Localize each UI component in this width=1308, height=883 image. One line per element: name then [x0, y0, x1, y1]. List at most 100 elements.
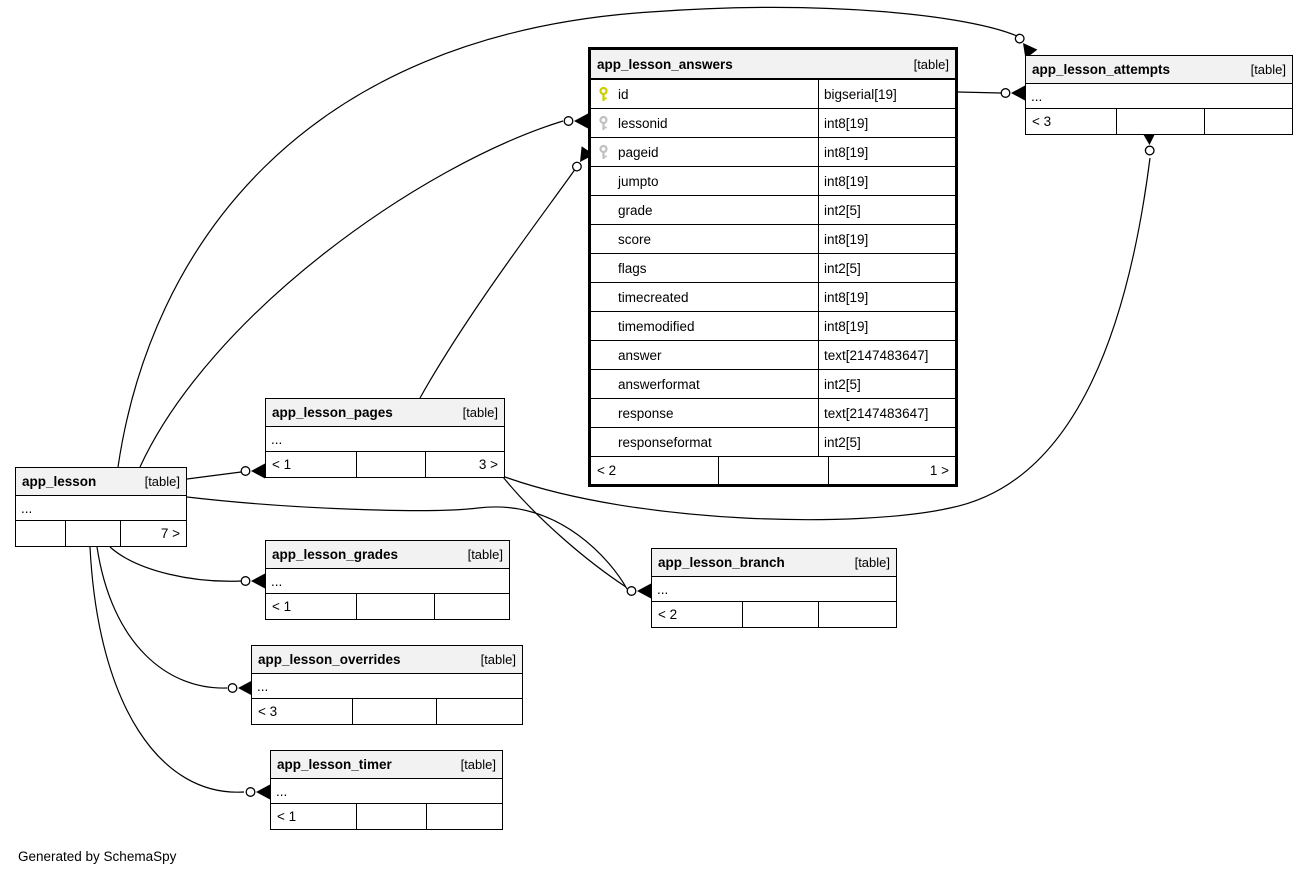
- table-name[interactable]: app_lesson_pages: [272, 405, 393, 420]
- column-type: int2[5]: [818, 254, 955, 282]
- table-header: app_lesson [table]: [16, 468, 186, 496]
- table-name[interactable]: app_lesson_timer: [277, 757, 392, 772]
- table-row: jumpto int8[19]: [591, 167, 955, 196]
- column-name: timecreated: [618, 289, 689, 305]
- column-type: int8[19]: [818, 312, 955, 340]
- table-row: response text[2147483647]: [591, 399, 955, 428]
- table-app_lesson[interactable]: app_lesson [table] ... 7 >: [15, 467, 187, 547]
- column-name: responseformat: [618, 434, 712, 450]
- table-name[interactable]: app_lesson_answers: [597, 56, 733, 72]
- footer-cell: < 2: [658, 607, 678, 622]
- table-footer: < 1: [271, 804, 502, 829]
- column-type: text[2147483647]: [818, 341, 955, 369]
- footer-cell: [65, 521, 119, 546]
- footer-cell: [356, 804, 425, 829]
- edge-lesson-to-timer: [89, 546, 270, 800]
- generator-note: Generated by SchemaSpy: [18, 849, 177, 864]
- table-app_lesson_branch[interactable]: app_lesson_branch [table] ... < 2: [651, 548, 897, 628]
- table-type-tag: [table]: [1250, 62, 1286, 77]
- columns-collapsed: ...: [271, 779, 502, 804]
- edge-answers-to-attempts: [957, 85, 1025, 101]
- foreign-key-icon: [598, 144, 609, 160]
- column-type: int8[19]: [818, 283, 955, 311]
- column-name: jumpto: [618, 173, 659, 189]
- edge-pages-to-answers: [419, 146, 595, 399]
- primary-key-icon: [598, 86, 609, 102]
- table-name[interactable]: app_lesson_attempts: [1032, 62, 1171, 77]
- footer-cell: 3 >: [425, 452, 504, 477]
- table-footer: < 3: [1026, 109, 1292, 134]
- table-header: app_lesson_answers [table]: [591, 50, 955, 80]
- table-app_lesson_overrides[interactable]: app_lesson_overrides [table] ... < 3: [251, 645, 523, 725]
- footer-cell: [1204, 109, 1292, 134]
- edge-lesson-to-grades: [109, 546, 265, 589]
- table-header: app_lesson_overrides [table]: [252, 646, 522, 674]
- footer-cell: [425, 804, 502, 829]
- table-row: timemodified int8[19]: [591, 312, 955, 341]
- table-header: app_lesson_pages [table]: [266, 399, 504, 427]
- column-name: score: [618, 231, 652, 247]
- columns-collapsed: ...: [266, 569, 509, 594]
- table-header: app_lesson_timer [table]: [271, 751, 502, 779]
- edge-lesson-to-branch: [186, 496, 651, 599]
- columns-collapsed: ...: [1026, 84, 1292, 109]
- table-row: id bigserial[19]: [591, 80, 955, 109]
- edge-lesson-to-pages: [186, 463, 265, 480]
- table-row: answerformat int2[5]: [591, 370, 955, 399]
- table-name[interactable]: app_lesson_branch: [658, 555, 785, 570]
- edge-lesson-to-attempts: [117, 6, 1038, 468]
- table-app_lesson_attempts[interactable]: app_lesson_attempts [table] ... < 3: [1025, 55, 1293, 135]
- footer-cell: [742, 602, 818, 627]
- footer-cell: [817, 602, 896, 627]
- footer-cell: [718, 457, 827, 484]
- column-type: int2[5]: [818, 370, 955, 398]
- table-app_lesson_pages[interactable]: app_lesson_pages [table] ... < 1 3 >: [265, 398, 505, 478]
- footer-cell: [433, 594, 509, 619]
- column-type: int8[19]: [818, 225, 955, 253]
- column-name: flags: [618, 260, 647, 276]
- foreign-key-icon: [598, 115, 609, 131]
- column-type: int2[5]: [818, 196, 955, 224]
- footer-cell: 1 >: [827, 457, 955, 484]
- table-footer: 7 >: [16, 521, 186, 546]
- column-name: id: [618, 86, 629, 102]
- table-app_lesson_answers[interactable]: app_lesson_answers [table] id bigserial[…: [588, 47, 958, 487]
- table-row: lessonid int8[19]: [591, 109, 955, 138]
- columns-collapsed: ...: [266, 427, 504, 452]
- footer-cell: < 3: [258, 704, 278, 719]
- column-name: answer: [618, 347, 662, 363]
- column-type: int8[19]: [818, 138, 955, 166]
- table-row: pageid int8[19]: [591, 138, 955, 167]
- columns-collapsed: ...: [16, 496, 186, 521]
- table-type-tag: [table]: [480, 652, 516, 667]
- column-name: timemodified: [618, 318, 695, 334]
- columns-collapsed: ...: [652, 577, 896, 602]
- column-name: response: [618, 405, 674, 421]
- footer-cell: [435, 699, 522, 724]
- table-name[interactable]: app_lesson: [22, 474, 97, 489]
- table-type-tag: [table]: [854, 555, 890, 570]
- table-name[interactable]: app_lesson_grades: [272, 547, 399, 562]
- columns-collapsed: ...: [252, 674, 522, 699]
- table-name[interactable]: app_lesson_overrides: [258, 652, 401, 667]
- column-type: int8[19]: [818, 109, 955, 137]
- edge-pages-to-branch: [502, 476, 627, 588]
- column-name: lessonid: [618, 115, 668, 131]
- column-type: int2[5]: [818, 428, 955, 456]
- footer-cell: [1116, 109, 1204, 134]
- table-type-tag: [table]: [144, 474, 180, 489]
- table-row: grade int2[5]: [591, 196, 955, 225]
- table-app_lesson_grades[interactable]: app_lesson_grades [table] ... < 1: [265, 540, 510, 620]
- footer-cell: [356, 452, 425, 477]
- table-app_lesson_timer[interactable]: app_lesson_timer [table] ... < 1: [270, 750, 503, 830]
- table-header: app_lesson_branch [table]: [652, 549, 896, 577]
- footer-cell: [355, 594, 434, 619]
- column-type: bigserial[19]: [818, 80, 955, 108]
- footer-cell: [351, 699, 436, 724]
- table-row: flags int2[5]: [591, 254, 955, 283]
- table-row: timecreated int8[19]: [591, 283, 955, 312]
- table-footer: < 3: [252, 699, 522, 724]
- column-type: int8[19]: [818, 167, 955, 195]
- table-footer: < 2: [652, 602, 896, 627]
